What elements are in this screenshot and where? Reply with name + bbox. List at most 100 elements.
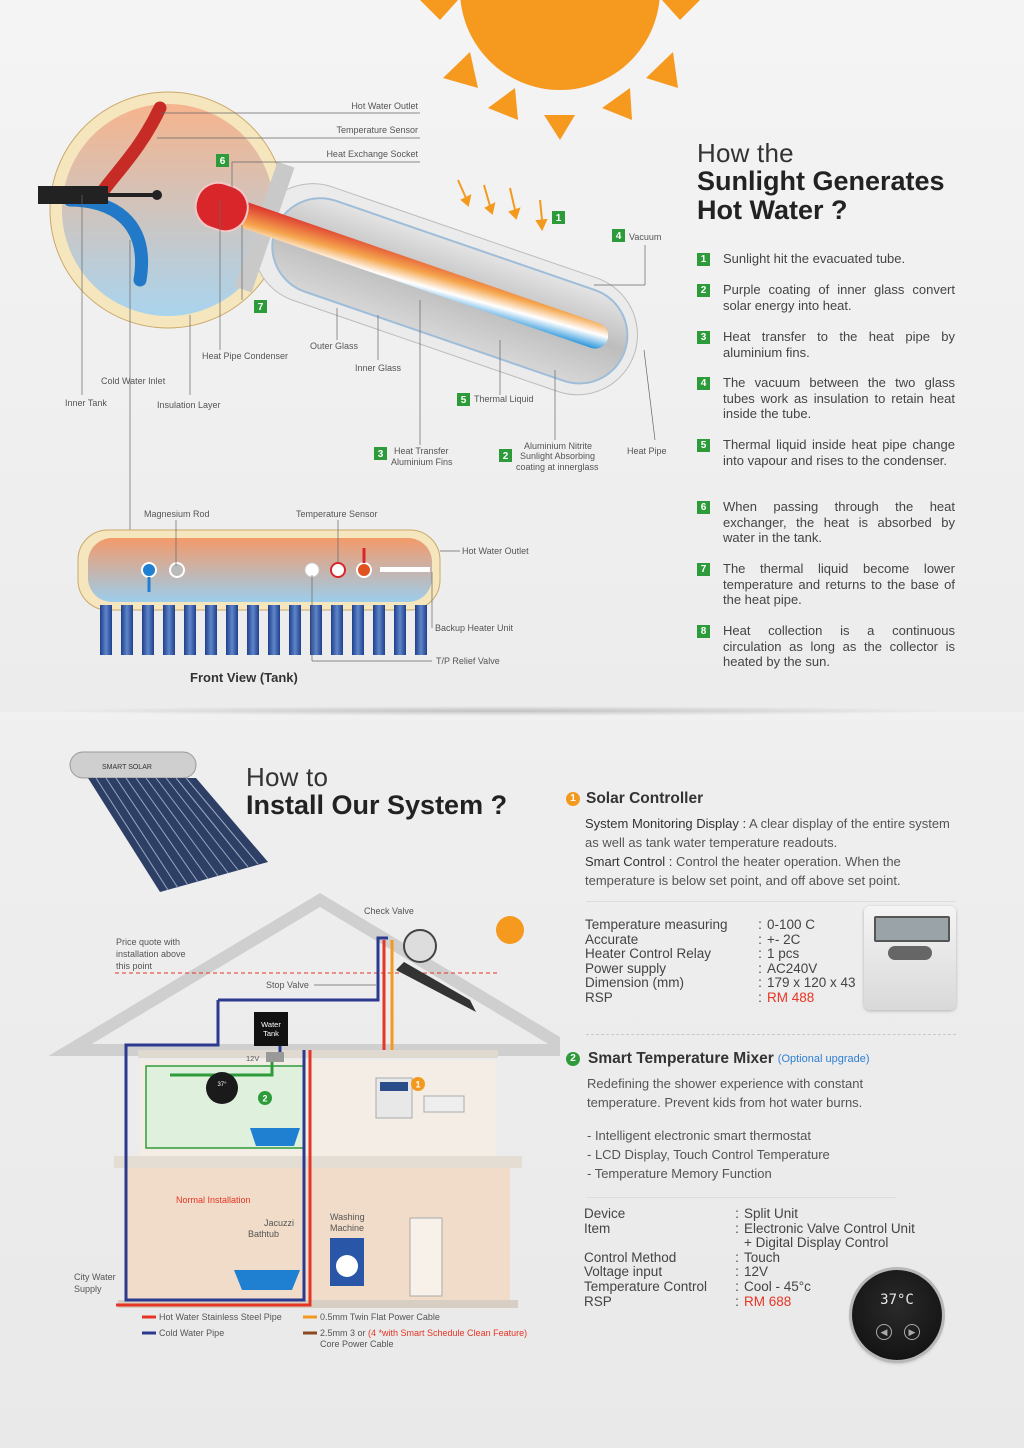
mixer-feature-1: - Intelligent electronic smart thermosta…: [587, 1128, 811, 1143]
label-coating: coating at innerglass: [516, 462, 599, 472]
sun-icon: [420, 0, 700, 140]
controller-title: Solar Controller: [586, 790, 704, 807]
svg-text:4: 4: [616, 231, 622, 242]
label-inner-glass: Inner Glass: [355, 363, 402, 373]
heading-bold-2: Hot Water ?: [697, 195, 848, 225]
table-row: Device:Split Unit: [584, 1206, 799, 1221]
table-row: Temperature Control:Cool - 45°c: [584, 1278, 811, 1294]
controller-desc-1: System Monitoring Display : A clear disp…: [585, 816, 950, 850]
svg-text:Water: Water: [261, 1020, 281, 1029]
label-supply: Supply: [74, 1284, 102, 1294]
controller-device-image: [864, 906, 956, 1010]
label-aluminium-nitrite: Aluminium Nitrite: [524, 441, 592, 451]
mixer-section: 2 Smart Temperature Mixer (Optional upgr…: [566, 1050, 966, 1183]
table-row: Temperature measuring:0-100 C: [585, 917, 816, 932]
svg-text:7: 7: [258, 302, 264, 313]
front-view-tank: [77, 529, 441, 655]
solar-controller-section: 1 Solar Controller System Monitoring Dis…: [566, 790, 966, 890]
controller-number: 1: [566, 792, 580, 806]
label-sunlight-absorbing: Sunlight Absorbing: [520, 451, 595, 461]
label-hot-water-outlet-2: Hot Water Outlet: [462, 546, 529, 556]
label-price-note-3: this point: [116, 961, 153, 971]
label-stop-valve: Stop Valve: [266, 980, 309, 990]
svg-text:5: 5: [461, 395, 467, 406]
mixer-title: Smart Temperature Mixer: [588, 1050, 774, 1067]
svg-text:0.5mm Twin Flat Power Cable: 0.5mm Twin Flat Power Cable: [320, 1312, 440, 1322]
section-divider: [40, 706, 960, 716]
section-dash-divider: [586, 1034, 956, 1035]
label-vacuum: Vacuum: [629, 232, 661, 242]
solar-heater-product: SMART SOLAR: [69, 751, 268, 892]
install-heading-bold: Install Our System ?: [246, 790, 508, 820]
sunlight-diagram: Hot Water Outlet Temperature Sensor Heat…: [38, 0, 700, 685]
svg-text:Tank: Tank: [263, 1029, 279, 1038]
heading-bold-1: Sunlight Generates: [697, 166, 945, 196]
svg-text:Hot Water Stainless Steel Pipe: Hot Water Stainless Steel Pipe: [159, 1312, 282, 1322]
svg-text:SMART SOLAR: SMART SOLAR: [102, 764, 152, 771]
mixer-device-image: 37°C ◀ ▶: [852, 1270, 942, 1360]
install-diagram: SMART SOLAR Water Tank 12V: [48, 751, 560, 1349]
svg-text:Core Power Cable: Core Power Cable: [320, 1339, 394, 1349]
label-thermal-liquid: Thermal Liquid: [474, 394, 534, 404]
chevron-right-icon: ▶: [904, 1324, 920, 1340]
label-heat-exchange-socket: Heat Exchange Socket: [326, 149, 418, 159]
pipe-legend: Hot Water Stainless Steel Pipe Cold Wate…: [142, 1312, 527, 1349]
label-cold-water-inlet: Cold Water Inlet: [101, 376, 166, 386]
controller-spec-table: Temperature measuring:0-100 C Accurate:+…: [585, 917, 856, 1006]
mixer-feature-3: - Temperature Memory Function: [587, 1166, 772, 1181]
label-aluminium-fins: Aluminium Fins: [391, 457, 453, 467]
label-normal-installation: Normal Installation: [176, 1195, 251, 1205]
label-inner-tank: Inner Tank: [65, 398, 107, 408]
label-price-note-1: Price quote with: [116, 937, 180, 947]
label-heat-pipe: Heat Pipe: [627, 446, 667, 456]
label-washing: Washing: [330, 1212, 365, 1222]
svg-text:3: 3: [378, 449, 384, 460]
mixer-feature-2: - LCD Display, Touch Control Temperature: [587, 1147, 830, 1162]
label-magnesium-rod: Magnesium Rod: [144, 509, 210, 519]
label-backup-heater: Backup Heater Unit: [435, 623, 514, 633]
label-temperature-sensor-2: Temperature Sensor: [296, 509, 378, 519]
table-row: Dimension (mm):179 x 120 x 43: [585, 975, 856, 991]
diagram-markers: 1 4 6 7 5 3 2: [216, 154, 625, 462]
svg-text:1: 1: [415, 1080, 420, 1090]
label-price-note-2: installation above: [116, 949, 186, 959]
mixer-display-text: 37°C: [880, 1292, 914, 1308]
heading-thin: How the: [697, 138, 794, 168]
label-temperature-sensor: Temperature Sensor: [336, 125, 418, 135]
table-row: RSP:RM 688: [584, 1293, 792, 1309]
label-heat-transfer: Heat Transfer: [394, 446, 449, 456]
label-machine: Machine: [330, 1223, 364, 1233]
label-outer-glass: Outer Glass: [310, 341, 359, 351]
table-row: Power supply:AC240V: [585, 960, 818, 976]
mixer-optional: (Optional upgrade): [777, 1053, 870, 1065]
svg-text:2: 2: [262, 1094, 267, 1104]
house: [48, 893, 560, 1308]
mixer-divider: [586, 1197, 896, 1198]
table-row: Heater Control Relay:1 pcs: [585, 946, 800, 962]
controller-divider: [586, 901, 956, 902]
table-row: Voltage input:12V: [584, 1264, 769, 1280]
mixer-number: 2: [566, 1052, 580, 1066]
label-bathtub: Bathtub: [248, 1229, 279, 1239]
roof-collector: [396, 916, 524, 1012]
install-heading-thin: How to: [246, 762, 329, 792]
label-check-valve: Check Valve: [364, 906, 414, 916]
svg-text:Cold Water Pipe: Cold Water Pipe: [159, 1328, 224, 1338]
svg-text:6: 6: [220, 156, 226, 167]
svg-text:2: 2: [503, 451, 509, 462]
label-hot-water-outlet: Hot Water Outlet: [351, 101, 418, 111]
table-row: Item:Electronic Valve Control Unit: [584, 1220, 915, 1236]
svg-text:12V: 12V: [246, 1054, 259, 1063]
sunlight-arrows: [457, 179, 548, 232]
label-tp-relief: T/P Relief Valve: [436, 656, 500, 666]
label-insulation-layer: Insulation Layer: [157, 400, 221, 410]
table-row: RSP:RM 488: [585, 989, 815, 1005]
label-jacuzzi: Jacuzzi: [264, 1218, 294, 1228]
